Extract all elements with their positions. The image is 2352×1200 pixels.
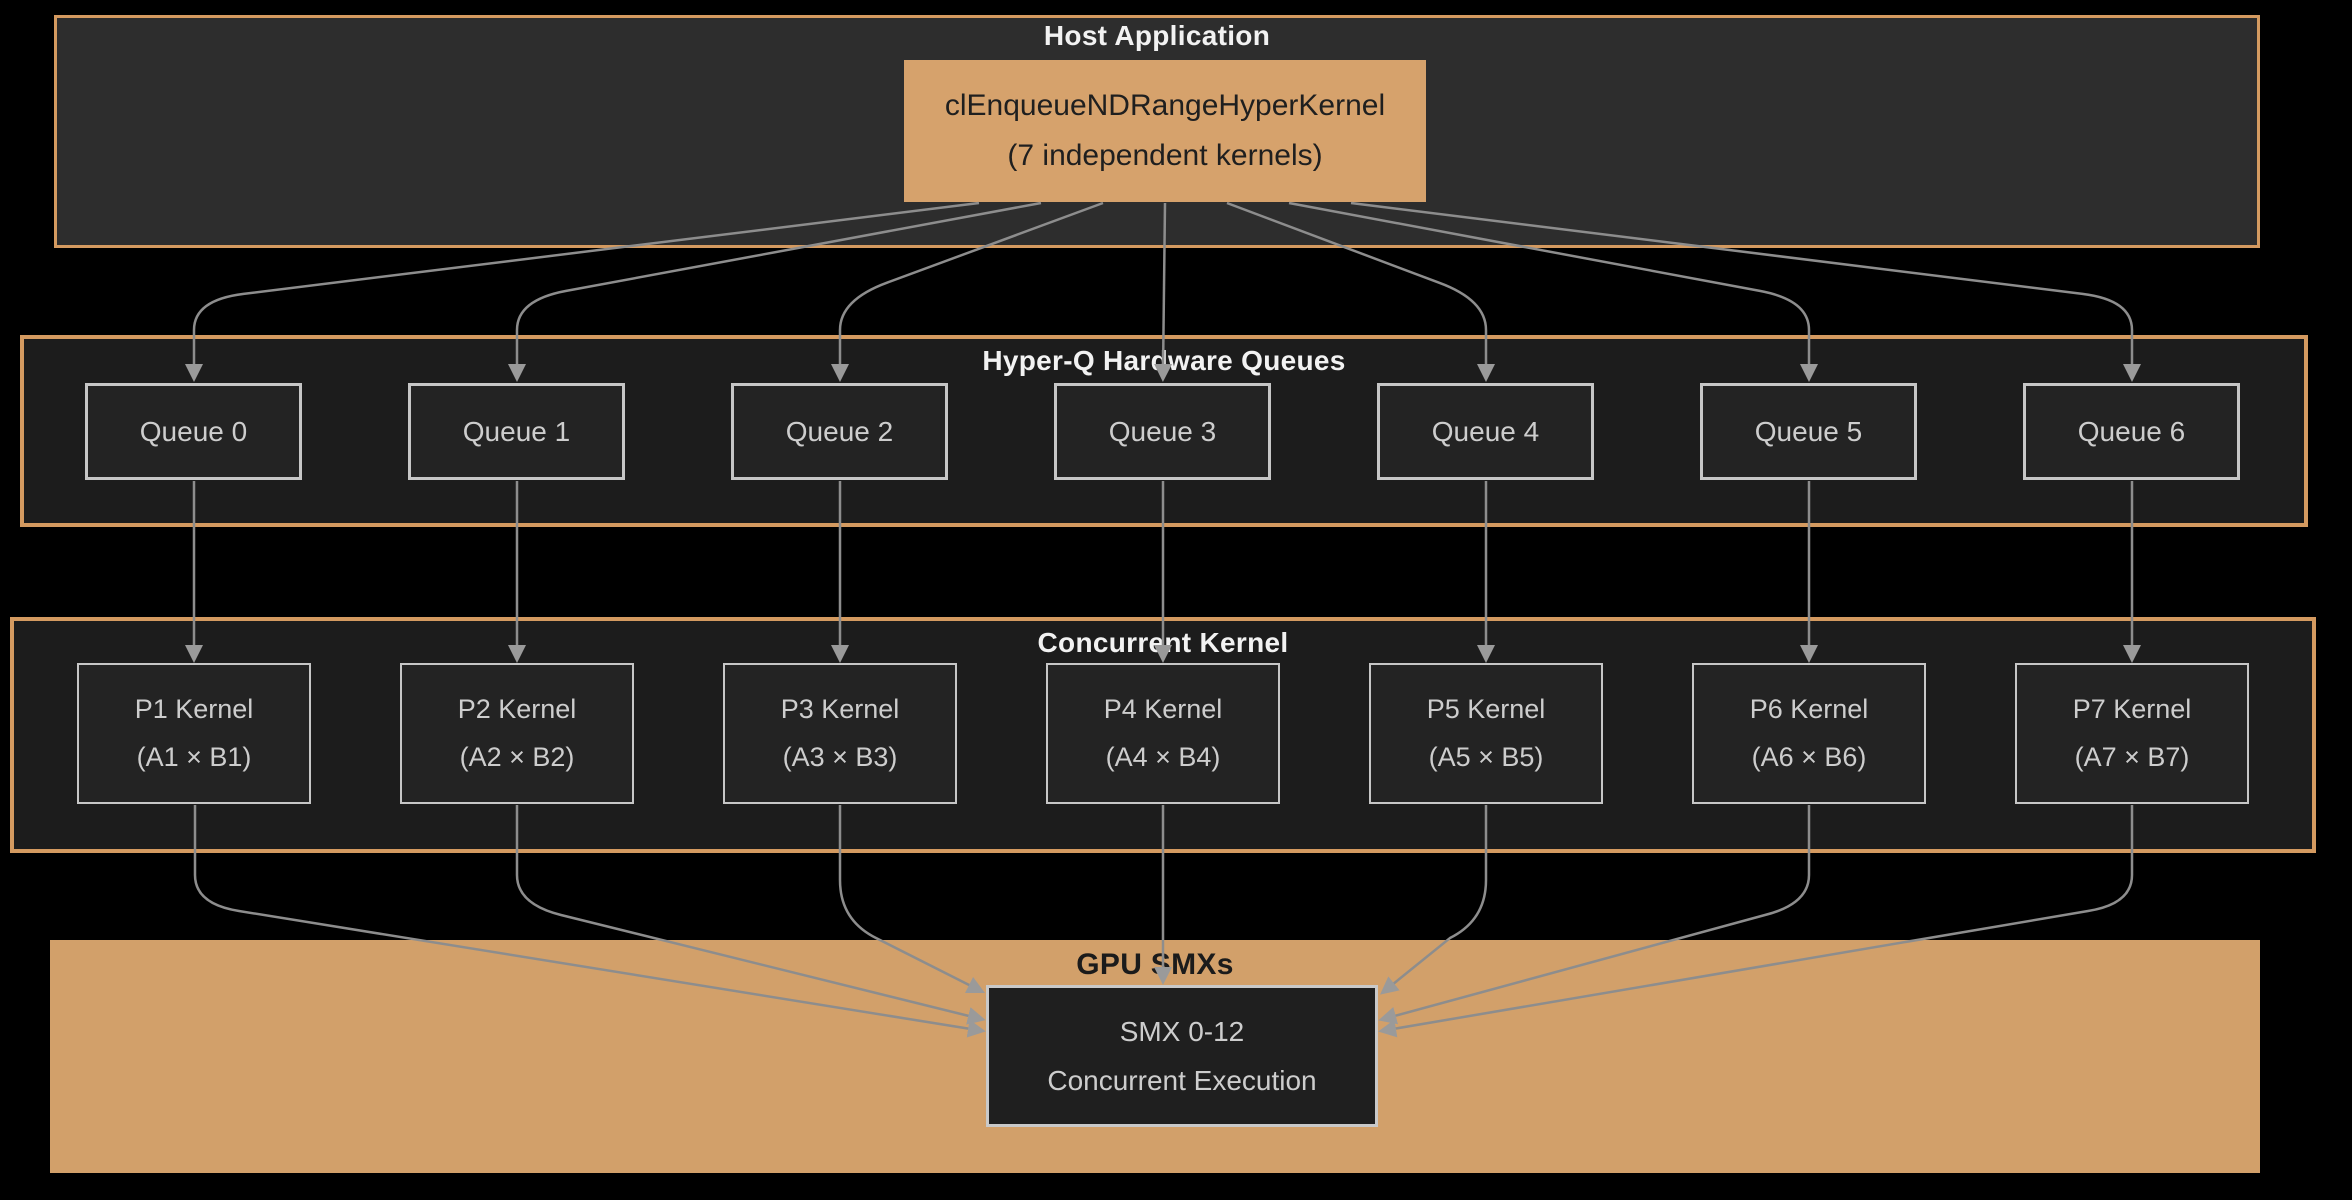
kernel-p3-line2: (A3 × B3)	[782, 742, 898, 772]
gpu-smxs-section: GPU SMXs SMX 0-12 Concurrent Execution	[50, 940, 2260, 1173]
kernel-p4-line1: P4 Kernel	[1103, 694, 1223, 724]
clenqueue-hyperkernel-box: clEnqueueNDRangeHyperKernel (7 independe…	[904, 60, 1426, 202]
clenqueue-box-line1: clEnqueueNDRangeHyperKernel	[944, 89, 1386, 122]
queue-5-box: Queue 5	[1700, 383, 1917, 480]
kernel-p3-line1: P3 Kernel	[780, 694, 900, 724]
kernel-p6-line1: P6 Kernel	[1749, 694, 1869, 724]
hyperq-section-title: Hyper-Q Hardware Queues	[982, 345, 1346, 376]
queue-6-label: Queue 6	[2077, 415, 2186, 447]
kernel-p5-line2: (A5 × B5)	[1428, 742, 1544, 772]
queue-6-box: Queue 6	[2023, 383, 2240, 480]
kernel-p6-line2: (A6 × B6)	[1751, 742, 1867, 772]
queue-0-label: Queue 0	[139, 415, 248, 447]
kernel-p1-line2: (A1 × B1)	[136, 742, 252, 772]
concurrent-kernel-section: Concurrent Kernel P1 Kernel (A1 × B1) P2…	[10, 617, 2316, 853]
kernel-p7-box: P7 Kernel (A7 × B7)	[2015, 663, 2249, 804]
kernel-p7-line2: (A7 × B7)	[2074, 742, 2190, 772]
kernel-p4-line2: (A4 × B4)	[1105, 742, 1221, 772]
smx-execution-box: SMX 0-12 Concurrent Execution	[986, 985, 1378, 1127]
kernel-p5-box: P5 Kernel (A5 × B5)	[1369, 663, 1603, 804]
kernel-p2-line2: (A2 × B2)	[459, 742, 575, 772]
kernel-p1-box: P1 Kernel (A1 × B1)	[77, 663, 311, 804]
kernel-p1-line1: P1 Kernel	[134, 694, 254, 724]
queue-1-label: Queue 1	[462, 415, 571, 447]
queue-3-box: Queue 3	[1054, 383, 1271, 480]
queue-1-box: Queue 1	[408, 383, 625, 480]
queue-0-box: Queue 0	[85, 383, 302, 480]
queue-5-label: Queue 5	[1754, 415, 1863, 447]
kernel-p5-line1: P5 Kernel	[1426, 694, 1546, 724]
kernel-p2-line1: P2 Kernel	[457, 694, 577, 724]
gpu-smxs-section-title: GPU SMXs	[1076, 948, 1234, 981]
smx-box-line1: SMX 0-12	[1119, 1015, 1245, 1047]
host-section-title: Host Application	[1043, 20, 1271, 51]
queue-2-box: Queue 2	[731, 383, 948, 480]
kernel-p4-box: P4 Kernel (A4 × B4)	[1046, 663, 1280, 804]
queue-2-label: Queue 2	[785, 415, 894, 447]
queue-3-label: Queue 3	[1108, 415, 1217, 447]
kernel-p6-box: P6 Kernel (A6 × B6)	[1692, 663, 1926, 804]
queue-4-label: Queue 4	[1431, 415, 1540, 447]
clenqueue-box-line2: (7 independent kernels)	[1007, 139, 1323, 172]
kernel-p7-line1: P7 Kernel	[2072, 694, 2192, 724]
kernel-p3-box: P3 Kernel (A3 × B3)	[723, 663, 957, 804]
host-application-section: Host Application clEnqueueNDRangeHyperKe…	[54, 15, 2260, 248]
hyperq-queues-section: Hyper-Q Hardware Queues Queue 0 Queue 1 …	[20, 335, 2308, 527]
smx-box-line2: Concurrent Execution	[1047, 1064, 1317, 1096]
kernel-p2-box: P2 Kernel (A2 × B2)	[400, 663, 634, 804]
concurrent-kernel-section-title: Concurrent Kernel	[1037, 627, 1289, 658]
queue-4-box: Queue 4	[1377, 383, 1594, 480]
